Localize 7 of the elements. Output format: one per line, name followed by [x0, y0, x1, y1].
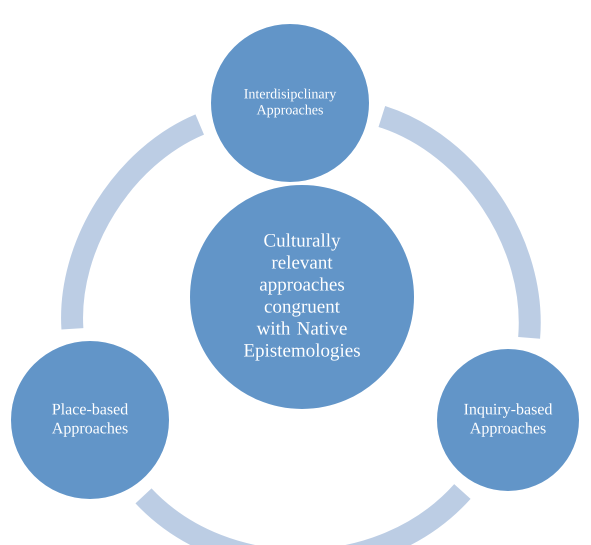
circle-node: Place-based Approaches: [9, 338, 171, 501]
ring-arc: [61, 114, 205, 329]
ring-arc: [136, 484, 470, 545]
ring-arc: [378, 106, 541, 338]
circle-node: Interdisipclinary Approaches: [209, 22, 371, 184]
circle-node: Inquiry-based Approaches: [435, 347, 581, 493]
circle-node: Culturally relevant approaches congruent with Native Epistemologies: [188, 183, 416, 411]
